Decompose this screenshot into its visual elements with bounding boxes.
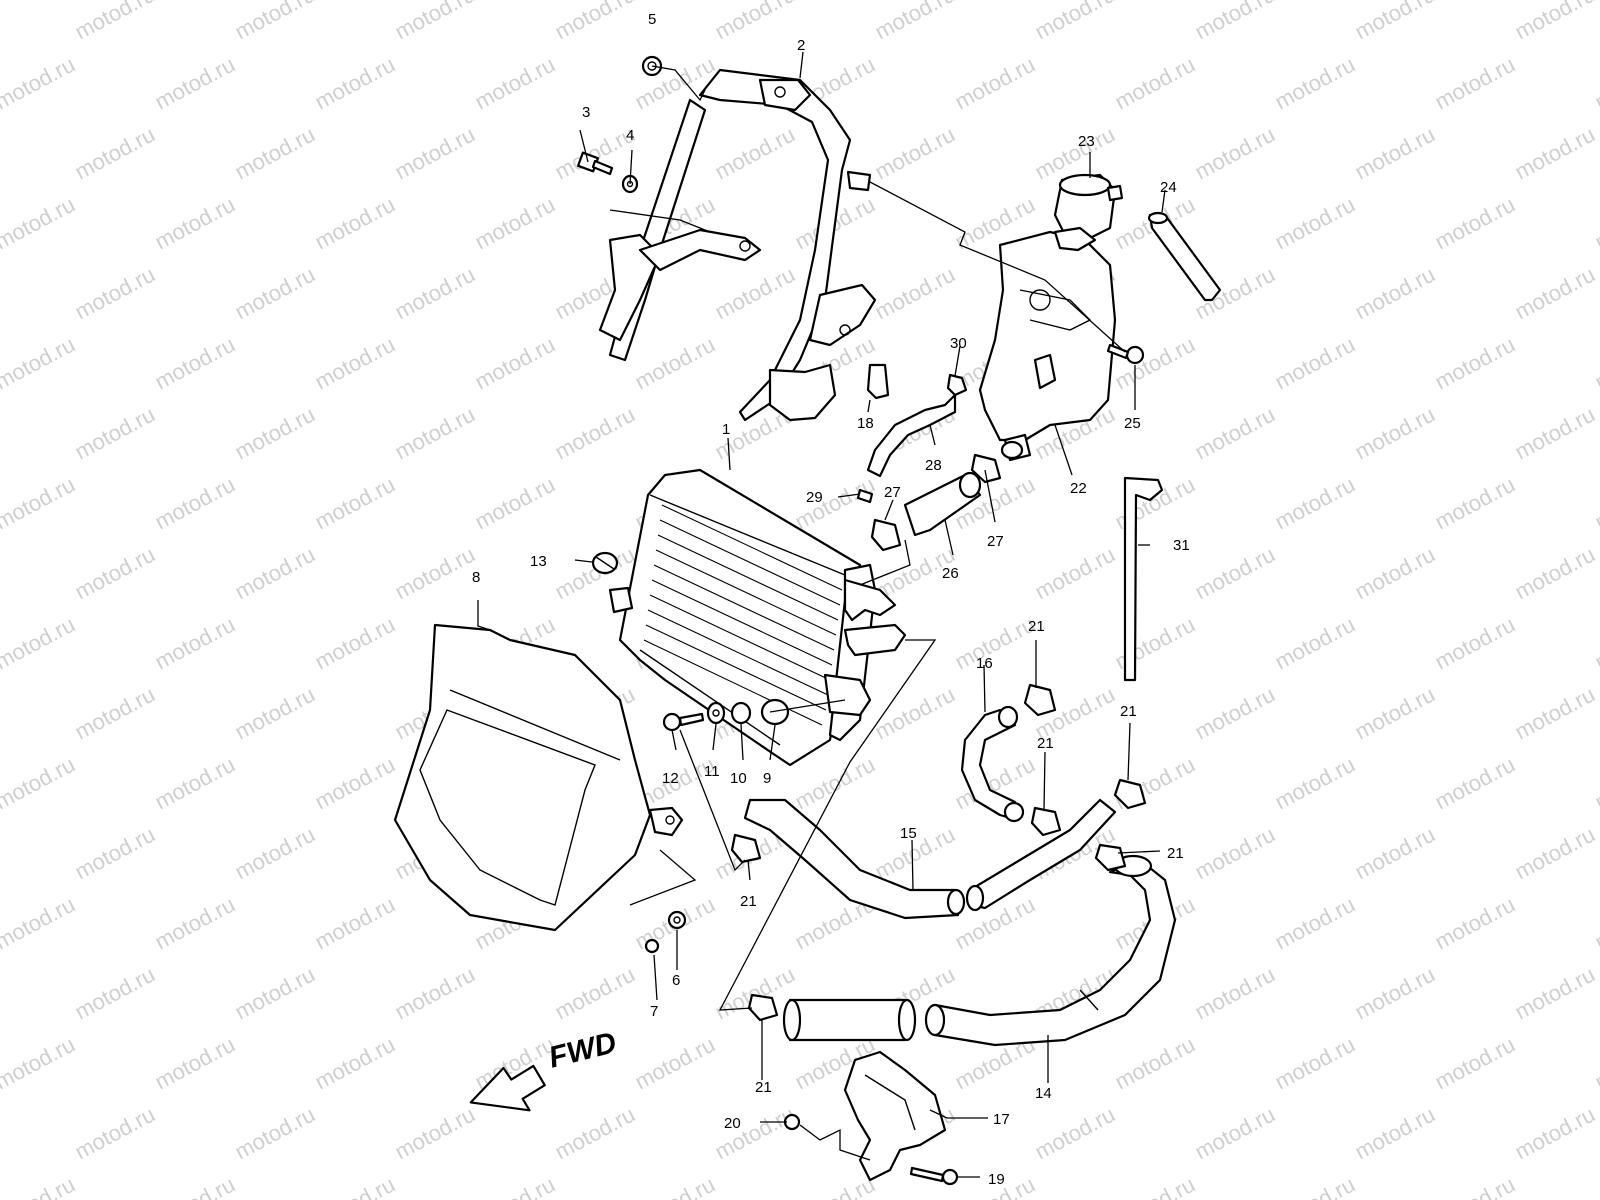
reservoir-tank	[978, 226, 1117, 462]
callout-8: 8	[472, 569, 480, 586]
grommet-13	[591, 551, 619, 575]
washer-6	[667, 910, 687, 930]
mount-bracket-17	[843, 1050, 947, 1182]
hose-clamp-21-e	[730, 833, 762, 864]
callout-18: 18	[857, 415, 874, 432]
radiator-shroud	[393, 623, 684, 932]
callout-9: 9	[763, 770, 771, 787]
callout-26: 26	[942, 565, 959, 582]
hose-28	[866, 393, 957, 478]
reservoir-cap	[1053, 173, 1124, 240]
hose-16	[960, 705, 1025, 823]
callout-3: 3	[582, 104, 590, 121]
callout-21-c: 21	[1037, 735, 1054, 752]
callout-27-a: 27	[884, 484, 901, 501]
washer-11	[706, 701, 726, 725]
hose-clamp-27-upper	[970, 453, 1002, 484]
callout-21-b: 21	[1120, 703, 1137, 720]
hose-14	[924, 854, 1177, 1047]
nut-20	[783, 1113, 801, 1131]
screw-7	[644, 938, 660, 954]
bolt-3	[576, 151, 614, 176]
callout-17: 17	[993, 1111, 1010, 1128]
leader-lines	[477, 51, 1166, 1178]
callout-21-d: 21	[1167, 845, 1184, 862]
screw-25	[1106, 343, 1145, 365]
callout-5: 5	[648, 11, 656, 28]
callout-22: 22	[1070, 480, 1087, 497]
hose-15	[743, 798, 966, 920]
callout-11: 11	[704, 763, 720, 780]
callout-7: 7	[650, 1003, 658, 1020]
callout-10: 10	[730, 770, 747, 787]
forward-direction-arrow	[469, 1064, 546, 1112]
callout-1: 1	[722, 421, 730, 438]
callout-12: 12	[662, 770, 679, 787]
callout-24: 24	[1160, 179, 1177, 196]
callout-6: 6	[672, 972, 680, 989]
hose-clamp-21-d	[1094, 843, 1127, 872]
callout-27-b: 27	[987, 533, 1004, 550]
callout-28: 28	[925, 457, 942, 474]
callout-21-f: 21	[755, 1079, 772, 1096]
hose-short-lower	[782, 998, 917, 1042]
hose-clamp-21-f	[747, 993, 779, 1022]
callout-21-a: 21	[1028, 618, 1045, 635]
frame-bracket	[598, 68, 877, 422]
callout-30: 30	[950, 335, 967, 352]
callout-21-e: 21	[740, 893, 757, 910]
collar-10	[730, 701, 752, 725]
callout-29: 29	[806, 489, 823, 506]
hose-15-right	[965, 798, 1117, 912]
callout-25: 25	[1124, 415, 1141, 432]
clip-29	[856, 488, 874, 504]
callout-2: 2	[797, 37, 805, 54]
screw-19	[909, 1166, 959, 1186]
hose-clamp-21-a	[1023, 683, 1057, 717]
callout-23: 23	[1078, 133, 1095, 150]
hose-clamp-27-lower	[870, 518, 902, 552]
radiator-core	[608, 468, 907, 767]
callout-13: 13	[530, 553, 547, 570]
hose-clamp-21-c	[1113, 778, 1147, 810]
radiator-fins	[643, 504, 843, 726]
fwd-label: FWD	[546, 1026, 620, 1075]
callout-19: 19	[988, 1171, 1005, 1188]
callout-16: 16	[976, 655, 993, 672]
clamp-18	[866, 363, 890, 400]
overflow-hose	[1123, 476, 1164, 682]
callout-15: 15	[900, 825, 917, 842]
clip-30	[946, 373, 968, 397]
hose-clamp-21-b	[1030, 806, 1062, 837]
callout-31: 31	[1173, 537, 1190, 554]
cushion-9	[760, 698, 790, 726]
callout-20: 20	[724, 1115, 741, 1132]
callout-14: 14	[1035, 1085, 1052, 1102]
breather-hose	[1147, 211, 1222, 302]
callout-4: 4	[626, 127, 634, 144]
bolt-12	[662, 712, 705, 732]
hose-26	[903, 471, 982, 537]
